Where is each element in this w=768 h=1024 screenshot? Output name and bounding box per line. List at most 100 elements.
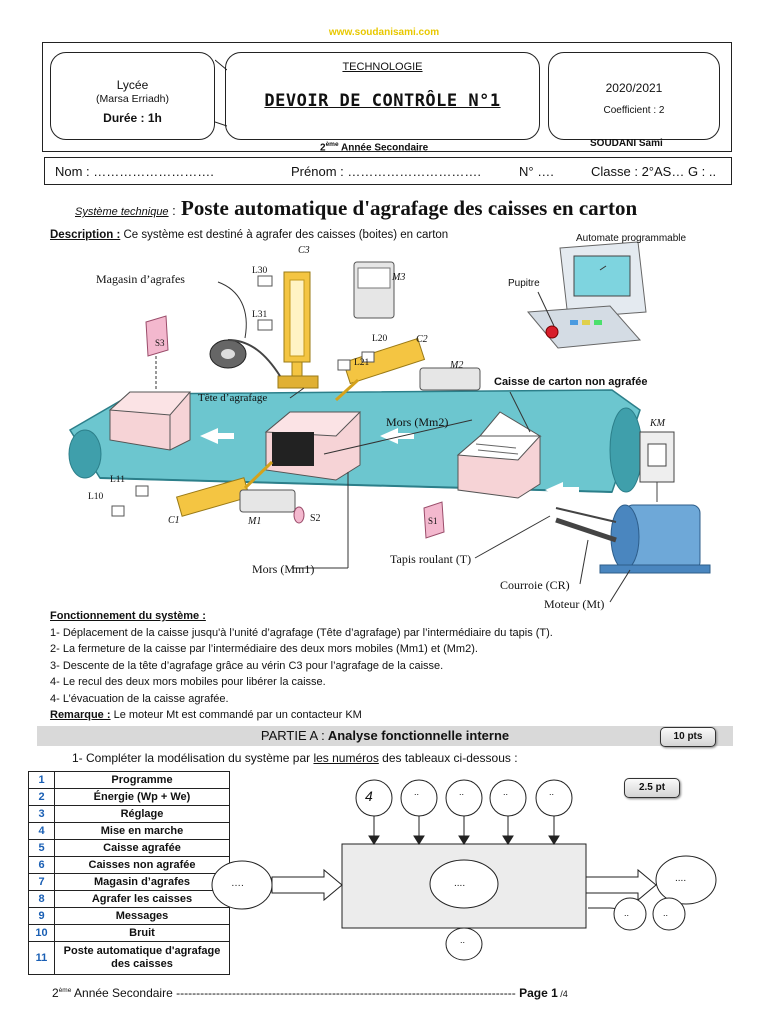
cylinders-drawing [175,271,426,517]
control-bubble[interactable] [400,779,438,817]
legend-label: Poste automatique d'agrafage des caisses [54,941,230,975]
legend-label: Magasin d’agrafes [54,873,230,891]
system-illustration [68,241,711,603]
footer-text: Année Secondaire -----------------------… [71,986,520,1000]
function-bubble[interactable] [429,859,499,909]
description-text: Ce système est destiné à agrafer des cai… [120,229,449,241]
label-m1: M1 [248,516,262,527]
step-4: 4- Le recul des deux mors mobiles pour l… [50,676,326,688]
legend-num: 9 [28,907,55,925]
function-dots: .... [454,878,466,889]
legend-num: 6 [28,856,55,874]
secondary-output-dots: .. [624,908,630,918]
functional-model-diagram [211,779,717,961]
website-url[interactable]: www.soudanisami.com [328,27,440,38]
legend-label: Caisse agrafée [54,839,230,857]
step-5: 4- L’évacuation de la caisse agrafée. [50,692,229,705]
legend-label: Programme [54,771,230,789]
pointer-lines [217,265,631,603]
question-1-points: 2.5 pt [624,778,680,798]
label-km: KM [650,418,665,429]
description-label: Description : [50,229,121,241]
question-1-text-after: des tableaux ci-dessous : [378,751,518,765]
step-2: 2- La fermeture de la caisse par l’inter… [50,643,478,655]
mechanism-bubble[interactable] [445,927,483,961]
legend-num: 11 [28,941,55,975]
partie-a-points: 10 pts [660,727,716,747]
label-tapis: Tapis roulant (T) [390,552,472,566]
plc-drawing [526,241,647,349]
school-type: Lycée [116,78,149,92]
label-c2: C2 [416,334,428,345]
numero-field[interactable]: N° …. [519,164,554,179]
step-1: 1- Déplacement de la caisse jusqu'à l’un… [50,626,553,639]
classe-field[interactable]: Classe : 2°AS… G : .. [591,164,717,179]
legend-num: 3 [28,805,55,823]
label-mors-mm2: Mors (Mm2) [386,415,449,429]
legend-label: Messages [54,907,230,925]
label-l11: L11 [110,475,125,485]
label-magasin: Magasin d’agrafes [96,272,185,286]
legend-num: 1 [28,771,55,789]
question-1-underlined: les numéros [313,751,379,765]
carton-boxes-drawing [108,391,542,499]
label-l21: L21 [354,358,370,368]
question-1-text-before: Compléter la modélisation du système par [82,751,314,765]
label-moteur: Moteur (Mt) [544,597,605,611]
legend-label: Caisses non agrafée [54,856,230,874]
question-1-number: 1- [72,751,83,765]
page-footer: 2ème Année Secondaire ------------------… [52,986,568,1000]
header-frame [42,42,732,152]
legend-label: Réglage [54,805,230,823]
school-year: 2020/2021 [605,81,663,95]
output-arrow [585,868,657,902]
description: Description : Ce système est destiné à a… [50,229,448,241]
legend-num: 5 [28,839,55,857]
student-info-row: Nom : ………………………. Prénom : …………………………. N°… [44,157,732,185]
input-arrow [271,868,343,902]
label-l30: L30 [252,266,268,276]
legend-num: 2 [28,788,55,806]
prenom-field[interactable]: Prénom : …………………………. [291,164,481,179]
secondary-output-bubble[interactable] [613,897,647,931]
question-1: 1- Compléter la modélisation du système … [72,751,518,765]
label-automate: Automate programmable [576,233,687,244]
control-bubble-given [355,779,393,817]
control-bubble[interactable] [445,779,483,817]
footer-level-number: 2 [52,986,59,1000]
header-connector-lines [215,59,227,127]
exam-duration: Durée : 1h [103,111,162,125]
valves-drawing [239,261,481,513]
nom-field[interactable]: Nom : ………………………. [55,164,214,179]
level-text: Année Secondaire [338,142,429,154]
secondary-output-bubble[interactable] [652,897,686,931]
control-bubble[interactable] [535,779,573,817]
system-label: Système technique [75,206,169,218]
label-courroie: Courroie (CR) [500,578,570,592]
partie-a-bar: PARTIE A : Analyse fonctionnelle interne [37,726,733,746]
page-total: /4 [557,989,568,999]
label-m2: M2 [450,360,464,371]
control-bubble[interactable] [489,779,527,817]
legend-label: Énergie (Wp + We) [54,788,230,806]
sensors-drawing [111,275,445,539]
class-level: 2ème Année Secondaire [320,141,428,153]
label-pupitre: Pupitre [508,278,540,289]
label-s2: S2 [310,513,321,524]
legend-label: Agrafer les caisses [54,890,230,908]
motor-drawing [555,504,711,574]
legend-label: Mise en marche [54,822,230,840]
output-bubble[interactable] [655,855,717,905]
label-l20: L20 [372,334,388,344]
level-number: 2 [320,142,326,154]
contactor-drawing [639,431,675,502]
control-dots: .. [549,787,555,797]
